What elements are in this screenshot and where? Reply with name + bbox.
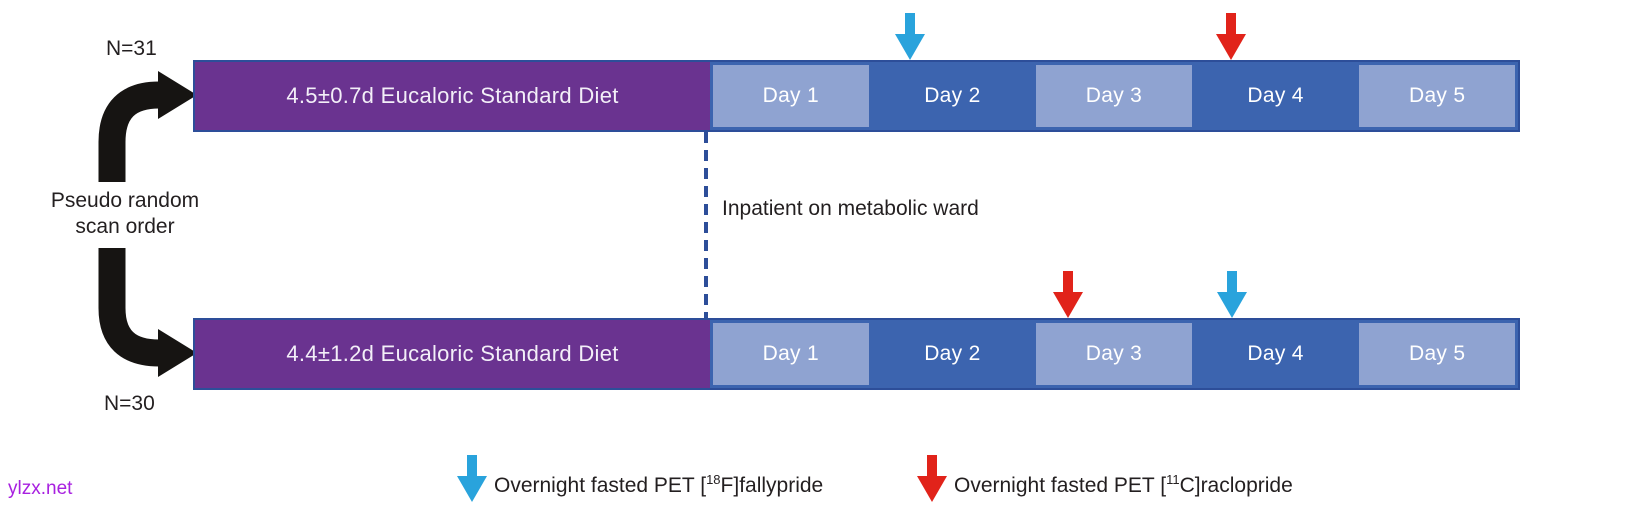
- fallypride-scan-arrow-icon: [1217, 271, 1247, 318]
- inpatient-label: Inpatient on metabolic ward: [722, 197, 979, 220]
- day-label: Day 3: [1085, 342, 1143, 365]
- inpatient-dashed-line: [704, 132, 708, 318]
- raclopride-scan-arrow-icon: [1216, 13, 1246, 60]
- arrow-head: [895, 34, 925, 60]
- watermark: ylzx.net: [8, 478, 73, 499]
- day-cell-bottom-1: Day 1: [710, 320, 872, 388]
- randomization-label-line1: Pseudo random: [50, 189, 200, 212]
- arrow-head: [1217, 292, 1247, 318]
- day-label: Day 1: [762, 342, 819, 365]
- day-cell-bottom-3: Day 3: [1033, 320, 1195, 388]
- day-cell-bottom-5: Day 5: [1356, 320, 1518, 388]
- timeline-arm-bottom: 4.4±1.2d Eucaloric Standard Diet Day 1 D…: [193, 318, 1520, 390]
- day-label: Day 4: [1247, 342, 1304, 365]
- arrow-head: [457, 476, 487, 502]
- arrow-stem: [905, 13, 915, 36]
- day-label: Day 2: [924, 342, 981, 365]
- diet-label-top: 4.5±0.7d Eucaloric Standard Diet: [286, 83, 619, 108]
- arrowhead-top: [158, 71, 197, 119]
- diet-label-bottom: 4.4±1.2d Eucaloric Standard Diet: [286, 341, 619, 366]
- day-cell-bottom-2: Day 2: [872, 320, 1034, 388]
- arrow-stem: [1226, 13, 1236, 36]
- day-label: Day 4: [1247, 84, 1304, 107]
- day-cell-bottom-4: Day 4: [1195, 320, 1357, 388]
- legend-fallypride-label: Overnight fasted PET [18F]fallypride: [494, 472, 824, 498]
- n-label-bottom: N=30: [104, 392, 155, 415]
- legend-text-suffix: C]raclopride: [1179, 474, 1293, 497]
- legend-isotope: 18: [706, 472, 721, 487]
- legend-text-prefix: Overnight fasted PET [: [954, 474, 1167, 497]
- legend-text-suffix: F]fallypride: [720, 474, 824, 497]
- day-label: Day 5: [1408, 84, 1466, 107]
- legend-fallypride-arrow-icon: [457, 455, 487, 502]
- day-cell-top-3: Day 3: [1033, 62, 1195, 130]
- fallypride-scan-arrow-icon: [895, 13, 925, 60]
- day-label: Day 1: [762, 84, 819, 107]
- raclopride-scan-arrow-icon: [1053, 271, 1083, 318]
- arrow-stem: [1227, 271, 1237, 294]
- randomization-label-line2: scan order: [75, 215, 175, 238]
- arrow-head: [1053, 292, 1083, 318]
- day-cell-top-2: Day 2: [872, 62, 1034, 130]
- n-label-top: N=31: [106, 37, 157, 60]
- day-cell-top-5: Day 5: [1356, 62, 1518, 130]
- legend-raclopride-label: Overnight fasted PET [11C]raclopride: [954, 472, 1293, 498]
- diet-box-bottom: 4.4±1.2d Eucaloric Standard Diet: [195, 320, 710, 388]
- arrow-stem: [927, 455, 937, 478]
- legend-text-prefix: Overnight fasted PET [: [494, 474, 707, 497]
- arrow-stem: [1063, 271, 1073, 294]
- legend-isotope: 11: [1166, 472, 1180, 487]
- arrow-stem: [467, 455, 477, 478]
- day-cell-top-4: Day 4: [1195, 62, 1357, 130]
- day-label: Day 2: [924, 84, 981, 107]
- day-label: Day 3: [1085, 84, 1143, 107]
- diet-box-top: 4.5±0.7d Eucaloric Standard Diet: [195, 62, 710, 130]
- timeline-arm-top: 4.5±0.7d Eucaloric Standard Diet Day 1 D…: [193, 60, 1520, 132]
- arrow-head: [917, 476, 947, 502]
- day-label: Day 5: [1408, 342, 1466, 365]
- arrow-head: [1216, 34, 1246, 60]
- day-cell-top-1: Day 1: [710, 62, 872, 130]
- arrowhead-bottom: [158, 329, 197, 377]
- randomization-label: Pseudo random scan order: [34, 185, 216, 243]
- random-assignment-arrow: [98, 71, 197, 377]
- legend-raclopride-arrow-icon: [917, 455, 947, 502]
